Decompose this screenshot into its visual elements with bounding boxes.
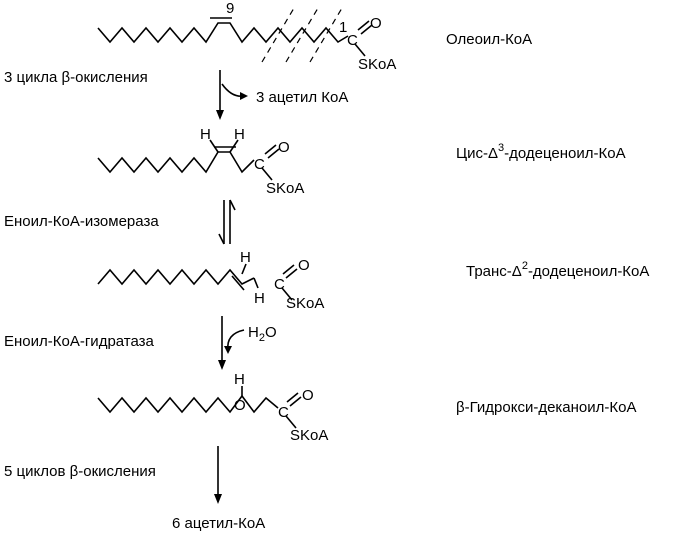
hydroxy-oxygen: O bbox=[234, 397, 246, 414]
cis-carbonyl-bond-b bbox=[267, 148, 280, 159]
cis-skoa-group: SKoA bbox=[266, 180, 304, 197]
step1-label: 3 цикла β-окисления bbox=[4, 69, 148, 86]
trans-dodecenoyl-structure: H H C O SKoA bbox=[97, 249, 324, 312]
cis-chain-bonds bbox=[97, 151, 255, 174]
cleavage-mark-3 bbox=[309, 7, 343, 63]
cis-h-bond-left bbox=[209, 139, 219, 153]
trans-hydrogen-bottom: H bbox=[254, 290, 265, 307]
hydroxy-oxygen-atom: O bbox=[302, 387, 314, 404]
oleoyl-thioester-bond bbox=[354, 43, 366, 57]
cis-hydrogen-right: H bbox=[234, 126, 245, 143]
trans-carbon-atom: C bbox=[274, 276, 285, 293]
cis-oxygen-atom: O bbox=[278, 139, 290, 156]
cis-dodecenoyl-name: Цис-Δ3-додеценоил-КоА bbox=[456, 142, 626, 162]
hydroxy-chain-bonds bbox=[97, 394, 279, 414]
cis-hydrogen-left: H bbox=[200, 126, 211, 143]
trans-thioester-bond bbox=[281, 287, 293, 301]
cis-dodecenoyl-structure: H H C O SKoA bbox=[97, 126, 304, 197]
hydroxy-thioester-bond bbox=[285, 415, 297, 429]
step1-side-product: 3 ацетил КоА bbox=[256, 89, 348, 106]
hydroxy-carbon-atom: C bbox=[278, 404, 289, 421]
oleoyl-coa-name: Олеоил-КоА bbox=[446, 31, 532, 48]
oleoyl-coa-structure: C O SKoA 9 1 bbox=[97, 0, 396, 73]
cis-carbonyl-bond-a bbox=[264, 144, 277, 155]
hydroxy-decanoyl-structure: H O C O SKoA bbox=[97, 371, 328, 444]
cleavage-mark-1 bbox=[261, 7, 295, 63]
step1-arrowhead bbox=[216, 110, 224, 120]
oleoyl-carbonyl-bond-b bbox=[360, 24, 373, 35]
trans-h-bond-top bbox=[241, 263, 247, 275]
step2-reverse-barb bbox=[229, 199, 236, 211]
trans-oxygen-atom: O bbox=[298, 257, 310, 274]
step3-arrowhead bbox=[218, 360, 226, 370]
oleoyl-oxygen-atom: O bbox=[370, 15, 382, 32]
cleavage-mark-2 bbox=[285, 7, 319, 63]
hydroxy-hydrogen: H bbox=[234, 371, 245, 388]
step2-label: Еноил-КоА-изомераза bbox=[4, 213, 159, 230]
step3-reagent-water: H2O bbox=[248, 324, 277, 344]
position-9-label: 9 bbox=[226, 0, 234, 17]
step3-water-arrowhead bbox=[224, 346, 232, 354]
step4-arrowhead bbox=[214, 494, 222, 504]
hydroxy-skoa-group: SKoA bbox=[290, 427, 328, 444]
step3-label: Еноил-КоА-гидратаза bbox=[4, 333, 155, 350]
position-1-label: 1 bbox=[339, 19, 347, 36]
cis-thioester-bond bbox=[261, 167, 273, 181]
oleoyl-chain-bonds bbox=[97, 22, 349, 44]
hydroxy-decanoyl-name: β-Гидрокси-деканоил-КоА bbox=[456, 399, 637, 416]
trans-carbonyl-bond-b bbox=[285, 268, 298, 279]
trans-hydrogen-top: H bbox=[240, 249, 251, 266]
trans-chain-bonds bbox=[97, 268, 255, 286]
oleoyl-carbon-atom: C bbox=[347, 32, 358, 49]
oleoyl-carbonyl-bond-a bbox=[357, 20, 370, 31]
trans-double-bond bbox=[231, 275, 245, 291]
trans-dodecenoyl-name: Транс-Δ2-додеценоил-КоА bbox=[466, 260, 649, 280]
cis-h-bond-right bbox=[229, 139, 239, 153]
hydroxy-carbonyl-bond-a bbox=[286, 392, 299, 403]
step2-forward-barb bbox=[218, 233, 225, 245]
trans-carbonyl-bond-a bbox=[282, 264, 295, 275]
step4-label: 5 циклов β-окисления bbox=[4, 463, 156, 480]
step1-side-arrowhead bbox=[240, 92, 248, 100]
final-product-label: 6 ацетил-КоА bbox=[172, 515, 265, 532]
trans-skoa-group: SKoA bbox=[286, 295, 324, 312]
cis-carbon-atom: C bbox=[254, 156, 265, 173]
hydroxy-carbonyl-bond-b bbox=[289, 396, 302, 407]
trans-h-bond-bottom bbox=[253, 277, 259, 289]
oleoyl-skoa-group: SKoA bbox=[358, 56, 396, 73]
